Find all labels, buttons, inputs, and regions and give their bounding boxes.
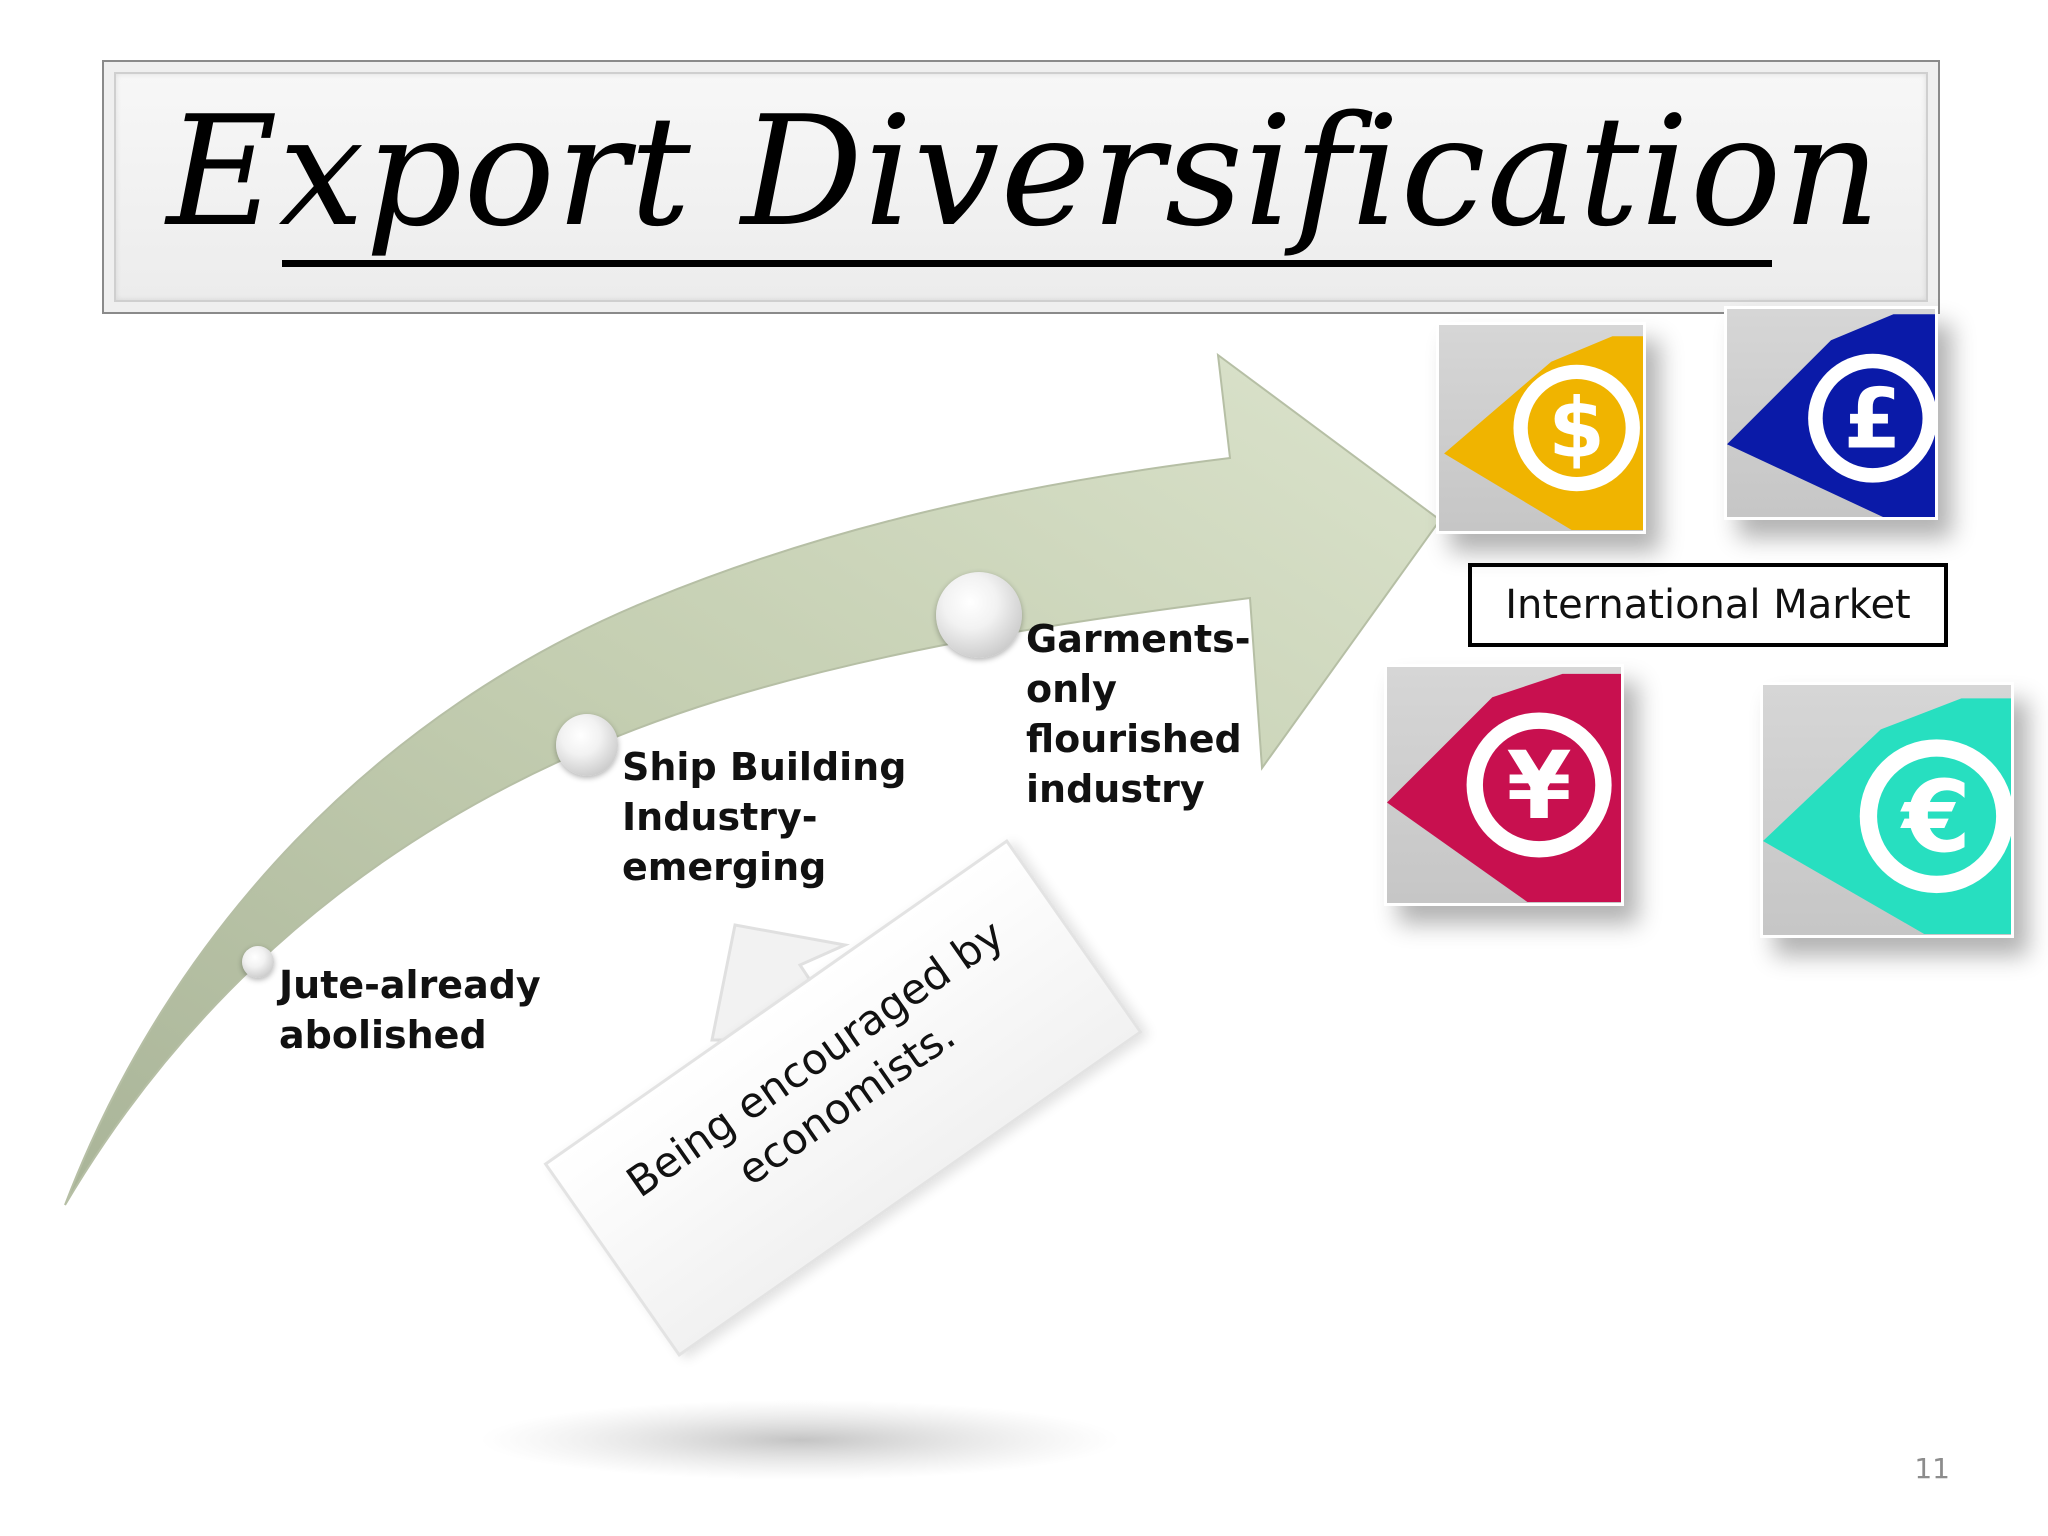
dollar-icon: $: [1444, 336, 1643, 530]
callout-shadow: [480, 1400, 1120, 1480]
yen-symbol: ¥: [1507, 732, 1572, 841]
milestone-bullet-garments: [936, 572, 1022, 658]
currency-tile-dollar: $: [1436, 322, 1646, 534]
pound-symbol: £: [1844, 370, 1902, 467]
milestone-bullet-shipbuilding: [556, 714, 618, 776]
milestone-label-jute: Jute-already abolished: [279, 963, 541, 1057]
euro-symbol: €: [1900, 760, 1971, 875]
growth-arrow-shape: [64, 352, 1442, 1206]
currency-tile-euro: €: [1760, 682, 2014, 938]
currency-tile-yen: ¥: [1384, 664, 1624, 906]
currency-tile-pound: £: [1724, 306, 1938, 520]
milestone-bullet-jute: [242, 946, 274, 978]
title-underline: [282, 260, 1772, 267]
international-market-label: International Market: [1468, 563, 1948, 647]
milestone-label-garments: Garments- only flourished industry: [1026, 617, 1251, 811]
page-number: 11: [1914, 1452, 1950, 1485]
yen-icon: ¥: [1387, 673, 1621, 902]
slide-title: Export Diversification: [166, 83, 1882, 260]
dollar-symbol: $: [1548, 382, 1605, 477]
pound-icon: £: [1727, 314, 1935, 517]
euro-icon: €: [1763, 698, 2011, 934]
milestone-label-shipbuilding: Ship Building Industry- emerging: [622, 745, 907, 889]
